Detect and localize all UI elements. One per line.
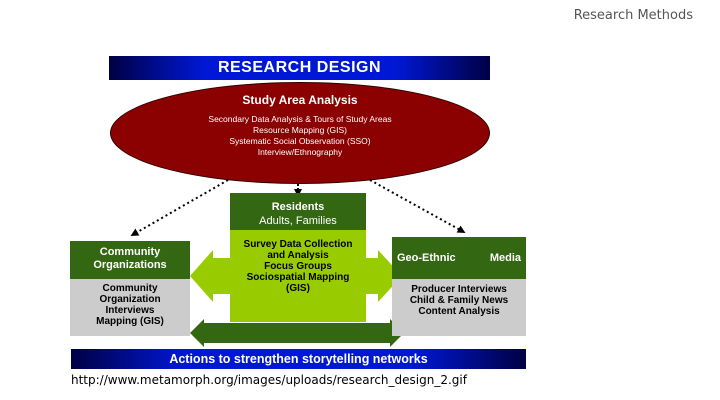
- geo-ethnic-methods-box: Producer Interviews Child & Family News …: [392, 279, 526, 336]
- source-url: http://www.metamorph.org/images/uploads/…: [71, 373, 467, 387]
- dark-green-double-arrow: [190, 319, 404, 347]
- study-area-methods: Secondary Data Analysis & Tours of Study…: [111, 114, 489, 158]
- residents-method: Survey Data Collection: [243, 239, 353, 250]
- residents-method: Focus Groups: [264, 261, 332, 272]
- community-box-header: Community Organizations: [70, 241, 190, 279]
- community-title-line: Community: [99, 246, 161, 258]
- residents-method: and Analysis: [267, 250, 329, 261]
- study-area-method: Secondary Data Analysis & Tours of Study…: [208, 114, 392, 124]
- geo-ethnic-method: Producer Interviews: [411, 284, 507, 295]
- residents-method: Sociospatial Mapping: [246, 272, 350, 283]
- arrow-to-geo-ethnic: [369, 179, 466, 233]
- residents-methods-box: Survey Data Collection and Analysis Focu…: [230, 230, 366, 322]
- community-method: Mapping (GIS): [96, 316, 164, 327]
- residents-method: (GIS): [286, 283, 310, 294]
- residents-subtitle: Adults, Families: [259, 215, 337, 227]
- slide-title: Research Methods: [573, 8, 693, 23]
- geo-ethnic-box-header: Geo-Ethnic Media: [392, 237, 526, 279]
- geo-ethnic-method: Content Analysis: [418, 306, 500, 317]
- community-title-line: Organizations: [93, 259, 167, 271]
- study-area-title: Study Area Analysis: [242, 93, 358, 107]
- residents-box-header: Residents Adults, Families: [230, 193, 366, 230]
- community-methods-box: Community Organization Interviews Mappin…: [70, 279, 190, 336]
- geo-ethnic-media-title: Media: [489, 252, 521, 264]
- residents-title: Residents: [271, 201, 325, 213]
- geo-ethnic-title: Geo-Ethnic: [397, 252, 456, 264]
- study-area-method: Systematic Social Observation (SSO): [229, 136, 371, 146]
- community-method: Interviews: [105, 305, 155, 316]
- community-method: Community: [102, 283, 158, 294]
- study-area-method: Interview/Ethnography: [257, 147, 343, 157]
- actions-banner: Actions to strengthen storytelling netwo…: [71, 349, 526, 369]
- study-area-method: Resource Mapping (GIS): [252, 125, 347, 135]
- research-design-banner: RESEARCH DESIGN: [109, 56, 490, 80]
- study-area-ellipse: Study Area Analysis Secondary Data Analy…: [110, 82, 490, 184]
- geo-ethnic-method: Child & Family News: [409, 295, 509, 306]
- community-method: Organization: [99, 294, 161, 305]
- arrow-to-community: [130, 179, 229, 236]
